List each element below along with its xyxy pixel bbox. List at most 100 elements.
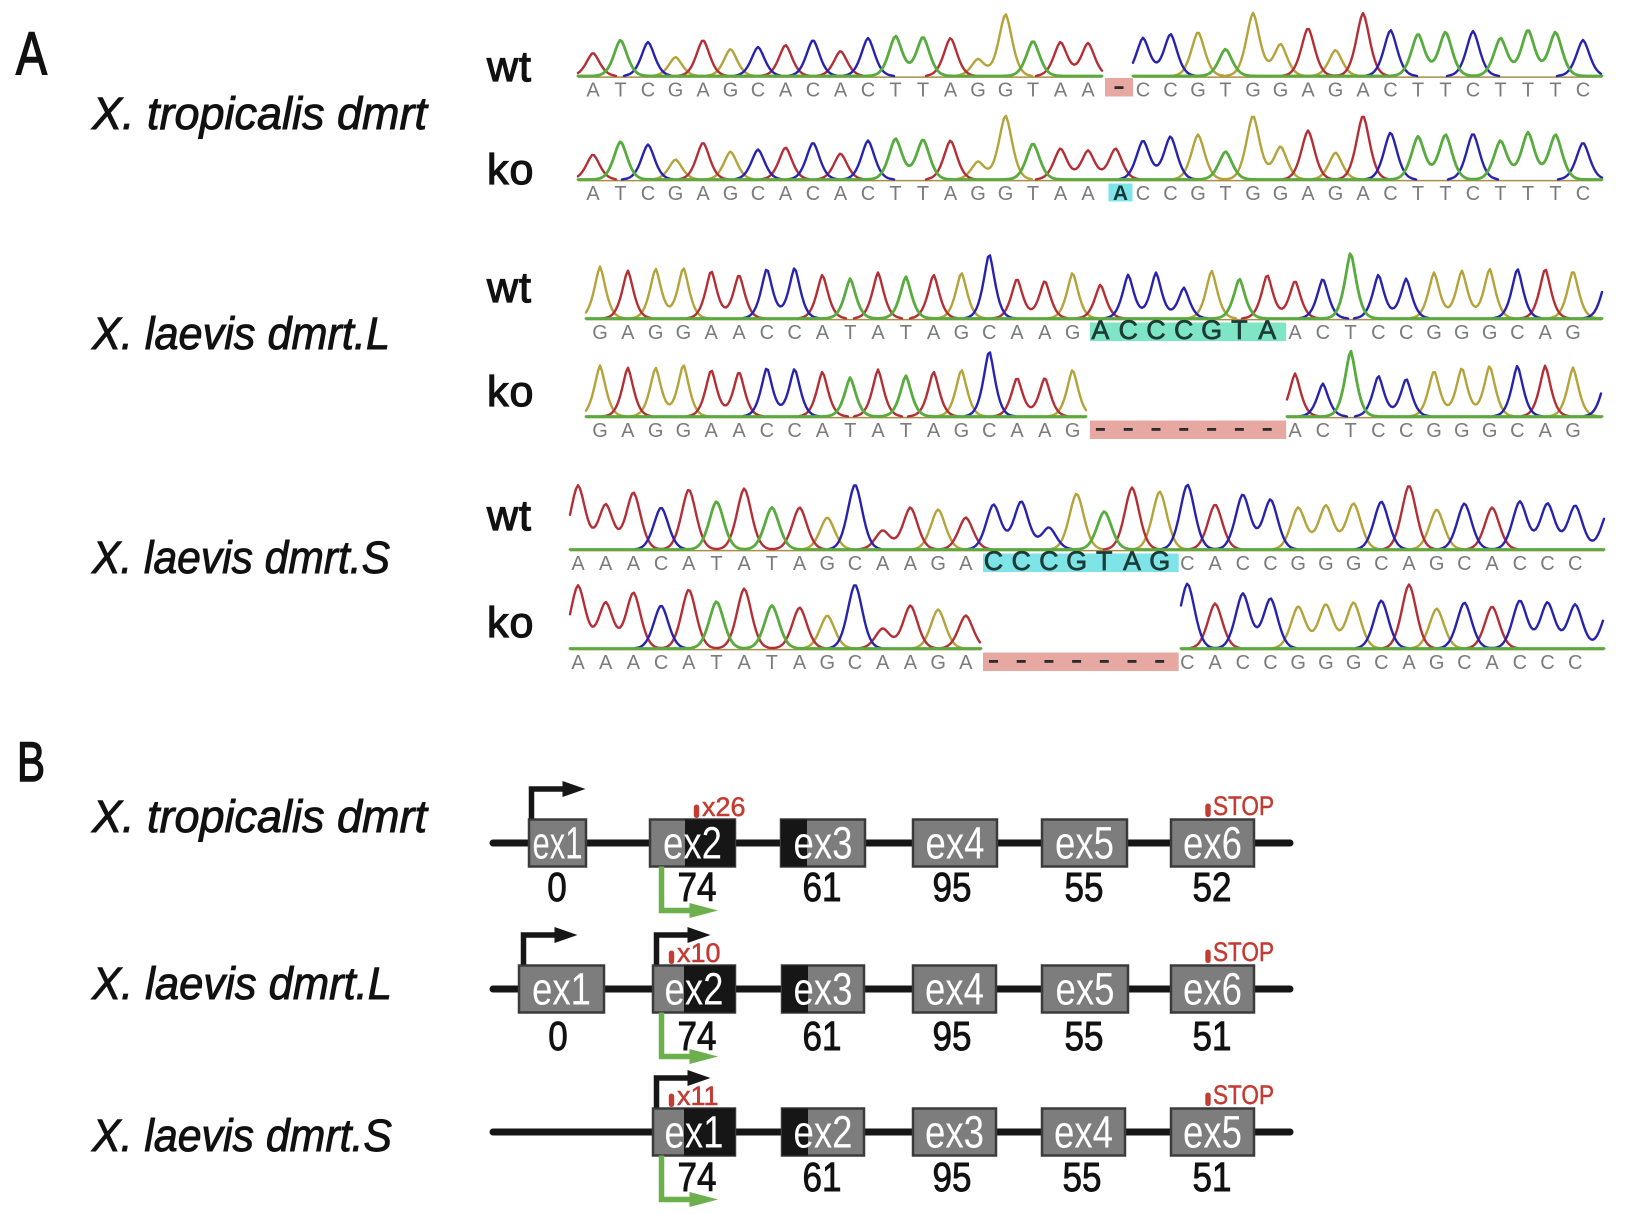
svg-text:G: G (1454, 322, 1470, 344)
svg-text:A: A (571, 652, 585, 674)
svg-text:A: A (1288, 420, 1302, 442)
svg-text:C: C (1513, 553, 1527, 575)
svg-text:T: T (1027, 183, 1039, 205)
svg-text:C: C (1457, 652, 1471, 674)
svg-text:A: A (682, 652, 696, 674)
svg-text:A: A (1288, 322, 1302, 344)
svg-text:C: C (861, 183, 875, 205)
svg-text:C: C (760, 322, 774, 344)
svg-text:C: C (1383, 80, 1397, 102)
svg-text:C: C (1039, 546, 1059, 576)
svg-text:ex2: ex2 (665, 964, 724, 1015)
svg-text:C: C (1568, 652, 1582, 674)
svg-text:C: C (654, 652, 668, 674)
svg-text:A: A (834, 80, 848, 102)
svg-text:C: C (1576, 183, 1590, 205)
svg-text:STOP: STOP (1213, 937, 1274, 967)
svg-text:61: 61 (803, 1013, 842, 1059)
svg-text:A: A (1054, 80, 1068, 102)
svg-text:ex1: ex1 (533, 818, 583, 869)
svg-text:74: 74 (678, 1154, 717, 1200)
svg-text:C: C (982, 322, 996, 344)
svg-text:A: A (599, 553, 613, 575)
svg-text:A: A (586, 80, 600, 102)
svg-text:C: C (1316, 322, 1330, 344)
svg-text:T: T (1344, 322, 1356, 344)
svg-text:C: C (1399, 420, 1413, 442)
svg-text:A: A (599, 652, 613, 674)
svg-text:C: C (1399, 322, 1413, 344)
svg-text:G: G (1318, 553, 1334, 575)
svg-text:T: T (1439, 183, 1451, 205)
svg-text:A: A (1485, 652, 1499, 674)
svg-text:wt: wt (486, 492, 532, 540)
svg-text:A: A (1091, 315, 1109, 345)
svg-text:T: T (844, 420, 856, 442)
svg-text:C: C (1146, 315, 1166, 345)
svg-text:C: C (1540, 652, 1554, 674)
svg-text:C: C (760, 420, 774, 442)
svg-text:G: G (1482, 420, 1498, 442)
svg-text:G: G (1426, 420, 1442, 442)
svg-text:G: G (930, 652, 946, 674)
svg-text:C: C (641, 80, 655, 102)
svg-text:55: 55 (1063, 1154, 1102, 1200)
svg-text:A: A (738, 652, 752, 674)
svg-text:G: G (1273, 183, 1289, 205)
svg-text:ex3: ex3 (794, 964, 853, 1015)
svg-text:A: A (876, 553, 890, 575)
svg-text:G: G (1565, 322, 1581, 344)
svg-text:C: C (1174, 315, 1194, 345)
svg-text:C: C (1510, 420, 1524, 442)
svg-text:G: G (1273, 80, 1289, 102)
svg-text:C: C (1236, 652, 1250, 674)
svg-text:G: G (1066, 546, 1087, 576)
svg-text:ex5: ex5 (1183, 1107, 1242, 1158)
svg-text:ko: ko (487, 599, 534, 647)
svg-text:A: A (1208, 652, 1222, 674)
svg-text:C: C (1236, 553, 1250, 575)
svg-text:ex6: ex6 (1183, 964, 1242, 1015)
svg-text:A: A (816, 420, 830, 442)
svg-text:C: C (787, 420, 801, 442)
svg-text:A: A (16, 20, 47, 87)
svg-text:C: C (1263, 553, 1277, 575)
svg-text:C: C (1513, 652, 1527, 674)
svg-text:A: A (1038, 322, 1052, 344)
svg-text:A: A (793, 652, 807, 674)
svg-text:A: A (793, 553, 807, 575)
svg-text:A: A (732, 420, 746, 442)
svg-text:51: 51 (1193, 1013, 1232, 1059)
svg-text:ex1: ex1 (532, 964, 591, 1015)
svg-text:A: A (959, 652, 973, 674)
svg-text:G: G (998, 80, 1014, 102)
svg-text:A: A (1081, 80, 1095, 102)
svg-text:ex4: ex4 (926, 818, 985, 869)
svg-text:52: 52 (1193, 864, 1232, 910)
svg-text:G: G (1190, 183, 1206, 205)
svg-text:T: T (889, 80, 901, 102)
svg-text:ko: ko (487, 368, 534, 416)
svg-text:C: C (1466, 80, 1480, 102)
svg-text:G: G (1065, 420, 1081, 442)
svg-text:A: A (1402, 553, 1416, 575)
svg-text:G: G (998, 183, 1014, 205)
svg-text:ex3: ex3 (925, 1107, 984, 1158)
svg-text:74: 74 (678, 1013, 717, 1059)
svg-text:A: A (1038, 420, 1052, 442)
svg-text:T: T (614, 183, 626, 205)
svg-text:C: C (984, 546, 1004, 576)
svg-text:ex5: ex5 (1055, 818, 1114, 869)
svg-text:ex2: ex2 (794, 1107, 853, 1158)
svg-text:0: 0 (548, 1013, 568, 1059)
svg-text:ex4: ex4 (1054, 1107, 1113, 1158)
svg-text:C: C (806, 183, 820, 205)
svg-text:T: T (1439, 80, 1451, 102)
svg-text:G: G (1328, 80, 1344, 102)
svg-text:C: C (1457, 553, 1471, 575)
svg-text:G: G (1149, 546, 1170, 576)
svg-text:C: C (641, 183, 655, 205)
svg-text:C: C (1540, 553, 1554, 575)
svg-text:B: B (17, 730, 45, 793)
svg-text:T: T (766, 553, 778, 575)
